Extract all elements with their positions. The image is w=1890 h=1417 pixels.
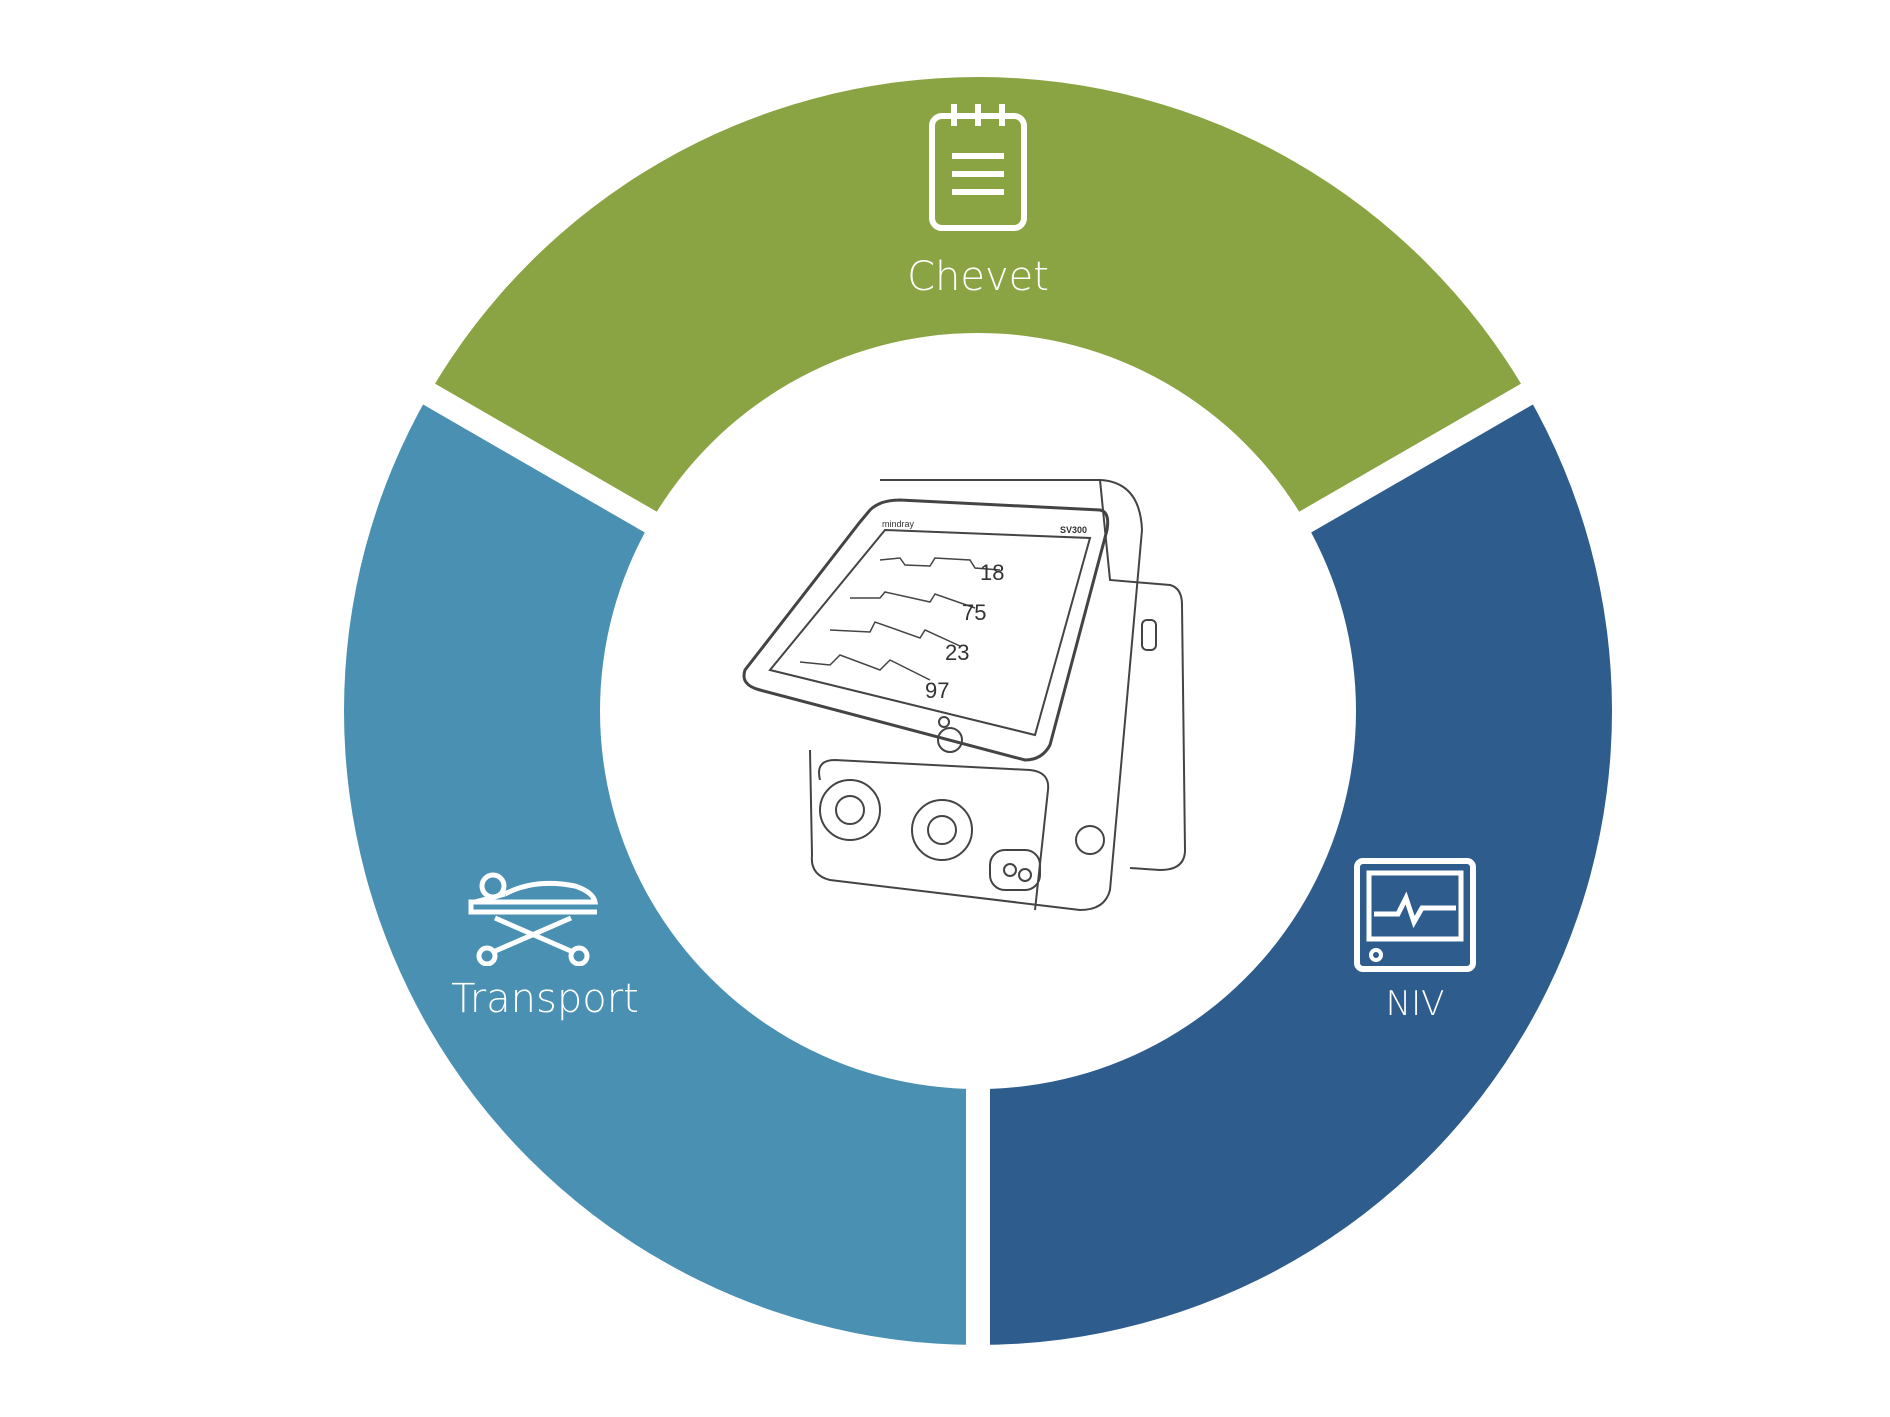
reading-4: 97 (925, 678, 949, 703)
reading-1: 18 (980, 560, 1004, 585)
segment-transport (343, 394, 978, 1345)
clipboard-icon (929, 104, 1027, 231)
segment-label-niv: NIV (1385, 984, 1445, 1024)
ventilator-illustration: mindray SV300 18 75 23 97 (742, 479, 1187, 912)
reading-3: 23 (945, 640, 969, 665)
reading-2: 75 (962, 600, 986, 625)
segment-label-transport: Transport (451, 976, 639, 1022)
model-text: SV300 (1060, 525, 1087, 535)
segment-gap (414, 378, 666, 538)
segment-label-chevet: Chevet (907, 254, 1049, 300)
monitor-icon (1354, 858, 1476, 972)
segment-gap (1290, 378, 1542, 538)
stretcher-icon (468, 872, 599, 966)
segment-niv (978, 394, 1612, 1345)
segment-chevet (428, 77, 1528, 522)
brand-text: mindray (882, 519, 915, 529)
